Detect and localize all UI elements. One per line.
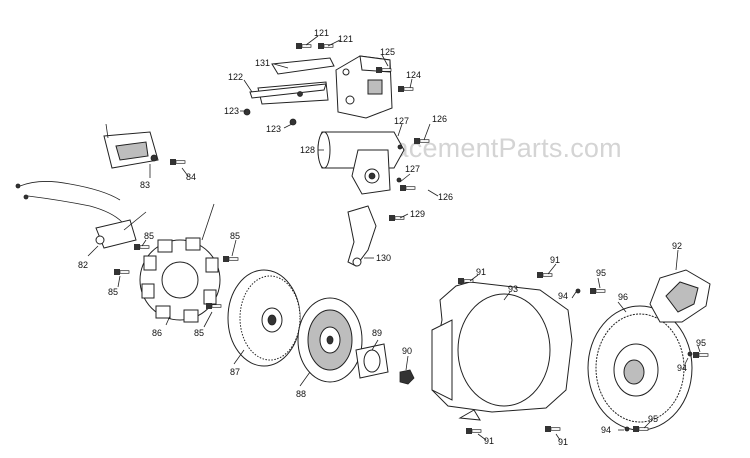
callout-130: 130: [376, 253, 391, 263]
callout-123: 123: [224, 106, 239, 116]
callout-96: 96: [618, 292, 628, 302]
callout-91: 91: [476, 267, 486, 277]
callout-93: 93: [508, 284, 518, 294]
blower-housing-93: [431, 281, 573, 421]
callout-85: 85: [194, 328, 204, 338]
leader-lines: [87, 35, 701, 441]
callout-126: 126: [432, 114, 447, 124]
callout-90: 90: [402, 346, 412, 356]
bolt-84: [169, 158, 186, 166]
starter-motor-128: [317, 131, 405, 195]
callout-127: 127: [394, 116, 409, 126]
callout-94: 94: [558, 291, 568, 301]
callout-121: 121: [314, 28, 329, 38]
stator-86: [139, 203, 221, 323]
callout-94: 94: [601, 425, 611, 435]
callout-85: 85: [144, 231, 154, 241]
callout-85: 85: [108, 287, 118, 297]
callout-122: 122: [228, 72, 243, 82]
callout-87: 87: [230, 367, 240, 377]
fan-88: [297, 297, 363, 383]
callout-89: 89: [372, 328, 382, 338]
solenoid-relay: [335, 55, 393, 119]
handle-92: [649, 269, 711, 323]
callout-92: 92: [672, 241, 682, 251]
callout-125: 125: [380, 47, 395, 57]
callout-123: 123: [266, 124, 281, 134]
callout-127: 127: [405, 164, 420, 174]
starter-screws: [243, 42, 430, 222]
callout-94: 94: [677, 363, 687, 373]
callout-126: 126: [438, 192, 453, 202]
callout-95: 95: [696, 338, 706, 348]
callout-95: 95: [648, 414, 658, 424]
starter-cover-130: [347, 205, 377, 267]
callout-91: 91: [558, 437, 568, 447]
callout-83: 83: [140, 180, 150, 190]
starter-bracket-131: [249, 57, 335, 105]
callout-85: 85: [230, 231, 240, 241]
flywheel-87: [227, 269, 301, 367]
callout-labels: 121 121 125 131 124 122 123 123 127 126 …: [78, 28, 706, 447]
callout-91: 91: [484, 436, 494, 446]
callout-84: 84: [186, 172, 196, 182]
callout-82: 82: [78, 260, 88, 270]
right-bolts: [457, 271, 709, 435]
callout-129: 129: [410, 209, 425, 219]
coil-bracket-83: [103, 123, 159, 169]
callout-86: 86: [152, 328, 162, 338]
ignition-coil-82: [15, 181, 147, 249]
callout-95: 95: [596, 268, 606, 278]
callout-128: 128: [300, 145, 315, 155]
callout-131: 131: [255, 58, 270, 68]
recoil-starter-96: [587, 305, 693, 431]
cup-89: [355, 343, 389, 379]
callout-91: 91: [550, 255, 560, 265]
callout-121: 121: [338, 34, 353, 44]
nut-90: [399, 369, 415, 385]
callout-88: 88: [296, 389, 306, 399]
callout-124: 124: [406, 70, 421, 80]
